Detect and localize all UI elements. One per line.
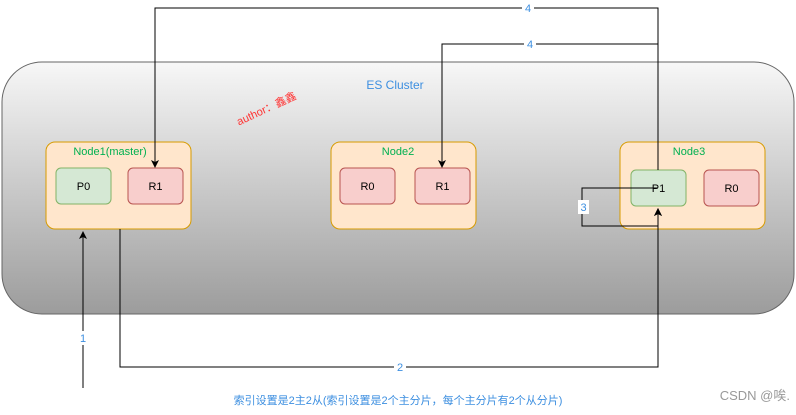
shard-r0-node3 — [703, 169, 760, 207]
shard-r0-node2 — [339, 167, 396, 205]
step-2-label: 2 — [397, 362, 403, 374]
arrow-step-2 — [119, 208, 662, 368]
step-4a-label: 4 — [525, 3, 531, 15]
shard-r1-node2-label: R1 — [435, 181, 449, 193]
shard-p0 — [55, 167, 112, 205]
node-3: Node3 P1 R0 — [619, 141, 766, 230]
shard-r1-node1 — [127, 167, 184, 205]
watermark: CSDN @唉. — [720, 388, 790, 403]
node-1: Node1(master) P0 R1 — [45, 141, 192, 230]
node-3-label: Node3 — [673, 146, 705, 158]
node-2: Node2 R0 R1 — [330, 141, 477, 230]
shard-p0-label: P0 — [77, 181, 90, 193]
step-4b-label: 4 — [527, 39, 533, 51]
shard-p1-label: P1 — [652, 183, 665, 195]
step-4b-bg — [524, 37, 536, 51]
step-4a-bg — [522, 1, 534, 15]
step-1-bg — [77, 331, 89, 345]
step-3-bg — [578, 200, 589, 214]
caption: 索引设置是2主2从(索引设置是2个主分片，每个主分片有2个从分片) — [234, 393, 563, 407]
step-2-bg — [394, 360, 406, 374]
cluster-title: ES Cluster — [366, 78, 423, 92]
node-2-label: Node2 — [382, 146, 414, 158]
node-1-label: Node1(master) — [73, 146, 146, 158]
arrow-step-4-node2 — [438, 43, 658, 168]
shard-r1-node2 — [414, 167, 471, 205]
node-3-box — [619, 141, 766, 230]
shard-r0-node2-label: R0 — [360, 181, 374, 193]
step-3-label: 3 — [580, 202, 586, 214]
arrow-step-4-node1 — [151, 7, 659, 170]
arrow-step-3 — [581, 187, 662, 227]
shard-r1-node1-label: R1 — [148, 181, 162, 193]
shard-r0-node3-label: R0 — [724, 183, 738, 195]
step-1-label: 1 — [80, 333, 86, 345]
